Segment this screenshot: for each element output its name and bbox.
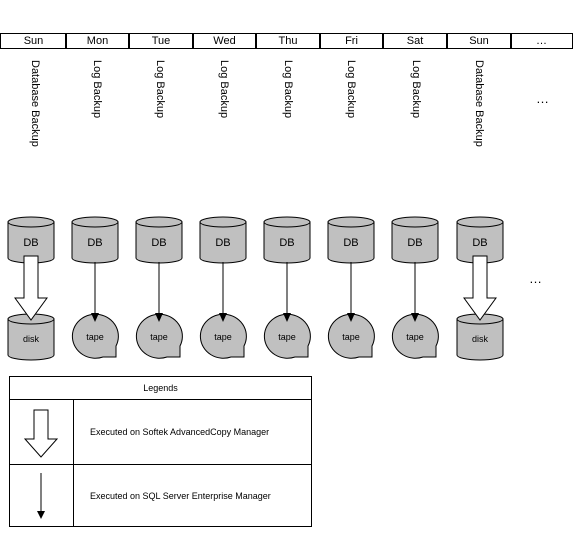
day-cell-thu: Thu [255, 33, 321, 49]
day-header-row: Sun Mon Tue Wed Thu Fri Sat Sun … [0, 33, 573, 49]
db-cylinder [327, 216, 375, 264]
day-cell-sun: Sun [0, 33, 67, 49]
flow-arrowhead [411, 313, 419, 322]
db-cylinder [456, 216, 504, 264]
hollow-arrow-icon [23, 409, 59, 458]
tape-label: tape [342, 332, 360, 342]
flow-arrowhead [219, 313, 227, 322]
db-cylinder [135, 216, 183, 264]
legend-symbol-cell [10, 399, 74, 464]
flow-arrowhead [91, 313, 99, 322]
thin-arrow-icon [37, 473, 45, 519]
legend-text-enterprise-manager: Executed on SQL Server Enterprise Manage… [90, 490, 271, 501]
db-label: DB [87, 237, 102, 249]
legend-symbol-cell [10, 465, 74, 526]
tape-reel [263, 313, 311, 359]
legend-title: Legends [10, 377, 311, 400]
tape-reel [199, 313, 247, 359]
legend-text-copy-manager: Executed on Softek AdvancedCopy Manager [90, 426, 270, 437]
legend-row-copy-manager: Executed on Softek AdvancedCopy Manager [10, 399, 311, 465]
tape-reel [71, 313, 119, 359]
hollow-arrow-icon [463, 255, 497, 321]
db-cylinder [391, 216, 439, 264]
tape-label: tape [278, 332, 296, 342]
legend-table: Legends Executed on Softek AdvancedCopy … [9, 376, 312, 527]
tape-label: tape [214, 332, 232, 342]
db-label: DB [472, 237, 487, 249]
day-cell-wed: Wed [192, 33, 257, 49]
day-cell-tue: Tue [128, 33, 194, 49]
db-cylinder [199, 216, 247, 264]
disk-label: disk [23, 334, 40, 344]
db-cylinder [263, 216, 311, 264]
tape-label: tape [86, 332, 104, 342]
tape-reel [327, 313, 375, 359]
disk-label: disk [472, 334, 489, 344]
tape-reel [391, 313, 439, 359]
db-label: DB [343, 237, 358, 249]
tape-label: tape [406, 332, 424, 342]
tape-reel [135, 313, 183, 359]
db-label: DB [23, 237, 38, 249]
more-days-ellipsis: … [536, 91, 550, 106]
flow-arrowhead [283, 313, 291, 322]
day-cell-fri: Fri [319, 33, 384, 49]
db-cylinder [71, 216, 119, 264]
more-nodes-ellipsis: … [529, 271, 543, 286]
db-label: DB [279, 237, 294, 249]
tape-label: tape [150, 332, 168, 342]
db-cylinder [7, 216, 55, 264]
db-label: DB [215, 237, 230, 249]
flow-arrowhead [347, 313, 355, 322]
flow-arrowhead [155, 313, 163, 322]
legend-row-enterprise-manager: Executed on SQL Server Enterprise Manage… [10, 465, 311, 526]
day-cell-mon: Mon [65, 33, 130, 49]
db-label: DB [407, 237, 422, 249]
hollow-arrow-icon [14, 255, 48, 321]
db-label: DB [151, 237, 166, 249]
day-cell-sun-next: Sun [446, 33, 512, 49]
day-cell-sat: Sat [382, 33, 448, 49]
